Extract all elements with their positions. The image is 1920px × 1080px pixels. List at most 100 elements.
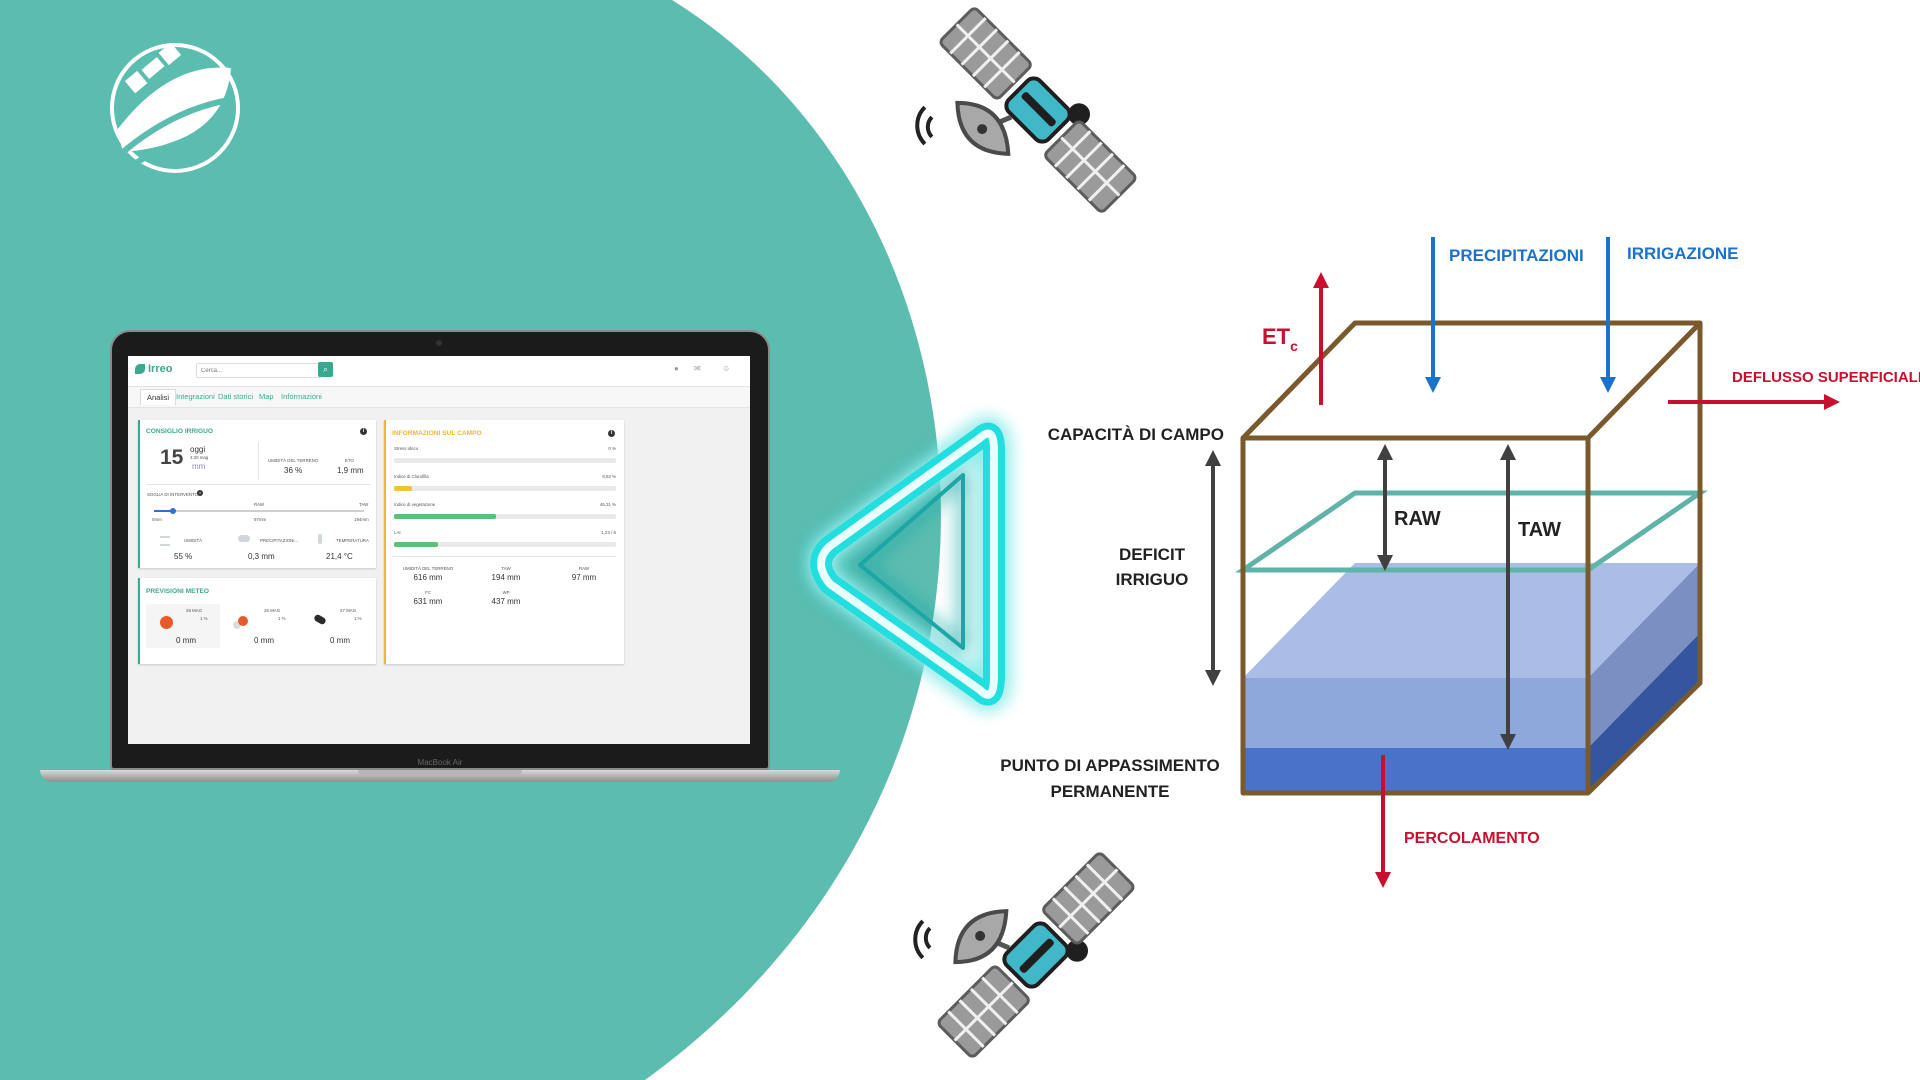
forecast-date: 26 MAG bbox=[264, 608, 281, 613]
info-row-value: 1,23 / 6 bbox=[601, 530, 616, 535]
info-row-bar bbox=[394, 542, 616, 547]
scale-min: 0mm bbox=[152, 517, 162, 522]
tab-map[interactable]: Map bbox=[259, 392, 274, 401]
info-row-bar-fill bbox=[394, 486, 412, 491]
soglia-label: SOGLIA DI INTERVENTO bbox=[147, 492, 199, 497]
cloud-icon bbox=[313, 613, 327, 626]
neon-play-triangle-icon[interactable] bbox=[810, 422, 1005, 706]
info-grid-value: 194 mm bbox=[491, 573, 521, 582]
info-row-bar-fill bbox=[394, 542, 439, 547]
forecast-day: 26 MAG 1 % 0 mm bbox=[146, 604, 220, 648]
app-topbar: Irreo ⌕ ● ✉ ☺ bbox=[128, 356, 750, 387]
tab-dati-storici[interactable]: Dati storici bbox=[218, 392, 254, 401]
info-row-label: Indice di Clorofilla bbox=[394, 474, 429, 479]
tab-informazioni[interactable]: Informazioni bbox=[281, 392, 322, 401]
laptop-brand: MacBook Air bbox=[417, 758, 463, 767]
sun-icon bbox=[160, 616, 173, 629]
satellite-icon bbox=[879, 798, 1146, 1065]
consiglio-irriguo-card: CONSIGLIO IRRIGUO i 15 oggi 4:30 mag mm … bbox=[138, 420, 376, 568]
user-icon[interactable]: ☺ bbox=[722, 364, 731, 373]
info-grid-value: 631 mm bbox=[413, 597, 443, 606]
meteo-temp-value: 21,4 °C bbox=[326, 552, 353, 561]
umidita-value: 36 % bbox=[284, 466, 303, 475]
consiglio-date: 4:30 mag bbox=[190, 455, 209, 460]
consiglio-unit: mm bbox=[192, 462, 206, 471]
info-grid-value: 616 mm bbox=[413, 573, 443, 582]
water-front-light bbox=[1243, 678, 1588, 748]
info-icon[interactable]: i bbox=[608, 430, 615, 437]
tab-integrazioni[interactable]: Integrazioni bbox=[176, 392, 215, 401]
app-logo-icon bbox=[135, 364, 145, 374]
info-row-label: Indice di vegetazione bbox=[394, 502, 436, 507]
forecast-date: 27 MAG bbox=[340, 608, 357, 613]
etc-label: ETc bbox=[1262, 324, 1298, 354]
eto-value: 1,9 mm bbox=[337, 466, 364, 475]
info-icon[interactable]: i bbox=[360, 428, 367, 435]
forecast-pct: 1 % bbox=[200, 616, 208, 621]
eto-label: ETO bbox=[345, 458, 354, 463]
forecast-pct: 1 % bbox=[354, 616, 362, 621]
forecast-pct: 1 % bbox=[278, 616, 286, 621]
umidita-label: UMIDITÀ DEL TERRENO bbox=[268, 458, 319, 463]
info-grid-label: UMIDITÀ DEL TERRENO bbox=[402, 566, 454, 571]
mail-icon[interactable]: ✉ bbox=[694, 364, 701, 373]
search-button[interactable]: ⌕ bbox=[318, 362, 333, 377]
water-front-dark bbox=[1243, 748, 1588, 793]
soglia-slider-handle[interactable] bbox=[169, 508, 176, 514]
info-grid-value: 97 mm bbox=[571, 573, 597, 582]
leaf-satellite-logo-icon bbox=[110, 42, 240, 173]
tab-analisi[interactable]: Analisi bbox=[140, 389, 177, 405]
info-row-value: 46,31 % bbox=[599, 502, 616, 507]
divider bbox=[392, 556, 616, 557]
divider bbox=[258, 442, 259, 480]
info-row-label: LAI bbox=[394, 530, 401, 535]
soglia-slider[interactable] bbox=[154, 508, 364, 514]
laptop-camera bbox=[436, 340, 442, 346]
scale-mid: 97mm bbox=[254, 517, 267, 522]
info-row-bar bbox=[394, 458, 616, 463]
info-row-value: 0 % bbox=[608, 446, 616, 451]
cloud-icon bbox=[238, 535, 250, 542]
meteo-temp-label: TEMPERATURA bbox=[336, 538, 369, 543]
previsioni-meteo-card: PREVISIONI METEO 26 MAG 1 % 0 mm 26 MAG … bbox=[138, 578, 376, 664]
water-side-dark bbox=[1588, 633, 1700, 793]
info-grid-label: RAW bbox=[578, 566, 590, 571]
raw-label: RAW bbox=[1394, 508, 1441, 530]
search-icon: ⌕ bbox=[323, 365, 328, 374]
satellite-icon bbox=[881, 0, 1148, 267]
meteo-umidita-label: UMIDITÀ bbox=[184, 538, 203, 543]
forecast-value: 0 mm bbox=[176, 636, 196, 645]
forecast-date: 26 MAG bbox=[186, 608, 203, 613]
consiglio-when: oggi bbox=[190, 445, 206, 454]
meteo-umidita-value: 55 % bbox=[174, 552, 193, 561]
deficit-label-line1: DEFICIT bbox=[1119, 545, 1186, 564]
meteo-precip-label: PRECIPITAZIONI... bbox=[260, 538, 299, 543]
raw-marker-label: RAW bbox=[254, 502, 265, 507]
divider bbox=[146, 484, 370, 485]
scale-max: 194mm bbox=[354, 517, 369, 522]
precipitazioni-label: PRECIPITAZIONI bbox=[1449, 246, 1584, 265]
info-grid-label: TAW bbox=[501, 566, 511, 571]
info-icon[interactable]: i bbox=[197, 490, 203, 496]
forecast-value: 0 mm bbox=[254, 636, 274, 645]
bell-icon[interactable]: ● bbox=[674, 364, 679, 373]
sun-cloud-icon bbox=[238, 616, 248, 626]
info-row-bar bbox=[394, 514, 616, 519]
thermometer-icon bbox=[318, 534, 322, 544]
deficit-label-line2: IRRIGUO bbox=[1116, 570, 1189, 589]
info-row-value: 8,53 % bbox=[602, 474, 616, 479]
forecast-value: 0 mm bbox=[330, 636, 350, 645]
info-grid-value: 437 mm bbox=[491, 597, 521, 606]
laptop-base bbox=[40, 770, 840, 782]
laptop-notch bbox=[358, 770, 522, 776]
raw-plane bbox=[1234, 490, 1709, 573]
search-input[interactable] bbox=[196, 363, 322, 378]
forecast-day: 26 MAG 1 % 0 mm bbox=[224, 604, 298, 648]
app-logo-text: Irreo bbox=[148, 363, 173, 375]
taw-marker-label: TAW bbox=[359, 502, 369, 507]
water-balance-diagram bbox=[1205, 237, 1840, 888]
forecast-day: 27 MAG 1 % 0 mm bbox=[300, 604, 374, 648]
info-row-bar bbox=[394, 486, 616, 491]
soglia-slider-fill bbox=[154, 510, 173, 512]
